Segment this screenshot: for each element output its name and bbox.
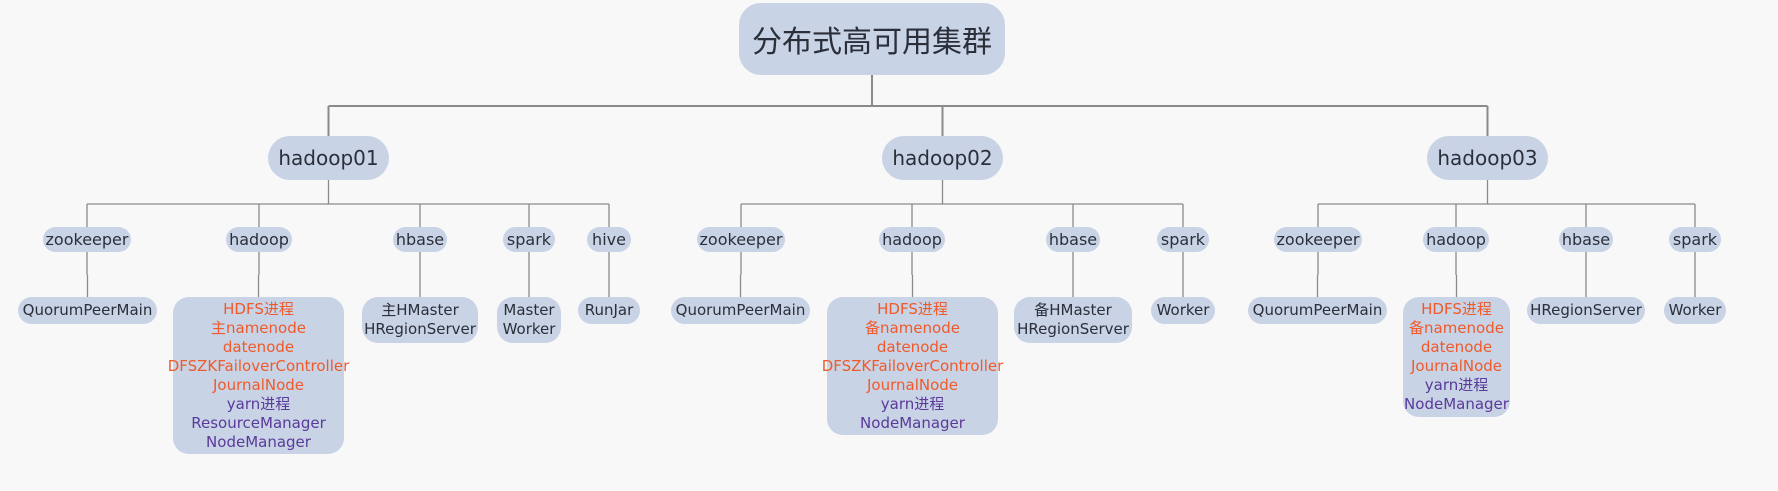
process-label: NodeManager: [1404, 395, 1509, 413]
process-label: HRegionServer: [364, 320, 476, 338]
process-label: RunJar: [584, 301, 634, 319]
process-node[interactable]: RunJar: [578, 297, 640, 324]
process-label: 备namenode: [1409, 319, 1504, 337]
process-label: 备namenode: [865, 318, 960, 337]
service-label: spark: [1672, 230, 1718, 249]
process-label: HRegionServer: [1530, 301, 1642, 319]
process-label: DFSZKFailoverController: [821, 356, 1004, 375]
service-node-zookeeper[interactable]: zookeeper: [1274, 227, 1362, 252]
service-label: spark: [1160, 230, 1206, 249]
process-label: NodeManager: [206, 432, 311, 451]
process-label: QuorumPeerMain: [675, 301, 806, 319]
service-node-zookeeper[interactable]: zookeeper: [697, 227, 785, 252]
process-label: DFSZKFailoverController: [167, 356, 350, 375]
service-label: hive: [592, 230, 626, 249]
service-label: zookeeper: [1276, 230, 1360, 249]
service-node-hive[interactable]: hive: [587, 227, 631, 252]
process-label: Worker: [1668, 301, 1722, 319]
process-node[interactable]: QuorumPeerMain: [671, 297, 810, 324]
service-node-hadoop[interactable]: hadoop: [1423, 227, 1489, 252]
process-node[interactable]: QuorumPeerMain: [18, 297, 157, 324]
service-label: hadoop: [229, 230, 289, 249]
process-label: JournalNode: [212, 375, 305, 394]
service-label: hadoop: [882, 230, 942, 249]
process-label: JournalNode: [866, 375, 959, 394]
service-node-zookeeper[interactable]: zookeeper: [43, 227, 131, 252]
process-label: ResourceManager: [191, 413, 326, 432]
process-node[interactable]: HRegionServer: [1527, 297, 1645, 324]
service-node-spark[interactable]: spark: [503, 227, 555, 252]
process-label: QuorumPeerMain: [22, 301, 153, 319]
process-label: yarn进程: [1424, 376, 1489, 394]
process-node[interactable]: Worker: [1151, 297, 1215, 324]
host-node-hadoop03[interactable]: hadoop03: [1427, 136, 1548, 180]
service-label: hadoop: [1426, 230, 1486, 249]
service-node-hbase[interactable]: hbase: [1559, 227, 1613, 252]
service-node-hadoop[interactable]: hadoop: [879, 227, 945, 252]
process-node[interactable]: Worker: [1664, 297, 1726, 324]
host-label: hadoop03: [1437, 146, 1538, 170]
host-label: hadoop02: [892, 146, 993, 170]
service-node-hadoop[interactable]: hadoop: [226, 227, 292, 252]
process-label: datenode: [222, 337, 295, 356]
service-node-hbase[interactable]: hbase: [393, 227, 447, 252]
root-node[interactable]: 分布式高可用集群: [739, 3, 1005, 75]
process-label: datenode: [876, 337, 949, 356]
service-label: hbase: [1561, 230, 1611, 249]
process-label: yarn进程: [880, 394, 945, 413]
process-label: 主HMaster: [381, 301, 459, 319]
service-node-spark[interactable]: spark: [1669, 227, 1721, 252]
process-label: HDFS进程: [1421, 300, 1492, 318]
host-node-hadoop02[interactable]: hadoop02: [882, 136, 1003, 180]
host-label: hadoop01: [278, 146, 379, 170]
root-label: 分布式高可用集群: [752, 25, 992, 60]
process-label: HDFS进程: [877, 299, 948, 318]
process-label: Worker: [1156, 301, 1210, 319]
process-node[interactable]: QuorumPeerMain: [1248, 297, 1387, 324]
service-label: zookeeper: [699, 230, 783, 249]
process-label: HRegionServer: [1017, 320, 1129, 338]
process-label: 主namenode: [211, 318, 306, 337]
process-label: 备HMaster: [1034, 301, 1112, 319]
process-label: Worker: [502, 320, 556, 338]
service-label: zookeeper: [45, 230, 129, 249]
service-label: hbase: [395, 230, 445, 249]
service-node-hbase[interactable]: hbase: [1046, 227, 1100, 252]
process-label: Master: [503, 301, 555, 319]
service-label: hbase: [1048, 230, 1098, 249]
process-label: datenode: [1420, 338, 1493, 356]
service-label: spark: [506, 230, 552, 249]
service-node-spark[interactable]: spark: [1157, 227, 1209, 252]
process-label: HDFS进程: [223, 299, 294, 318]
process-label: NodeManager: [860, 413, 965, 432]
host-node-hadoop01[interactable]: hadoop01: [268, 136, 389, 180]
process-label: yarn进程: [226, 394, 291, 413]
process-label: QuorumPeerMain: [1252, 301, 1383, 319]
process-label: JournalNode: [1410, 357, 1503, 375]
